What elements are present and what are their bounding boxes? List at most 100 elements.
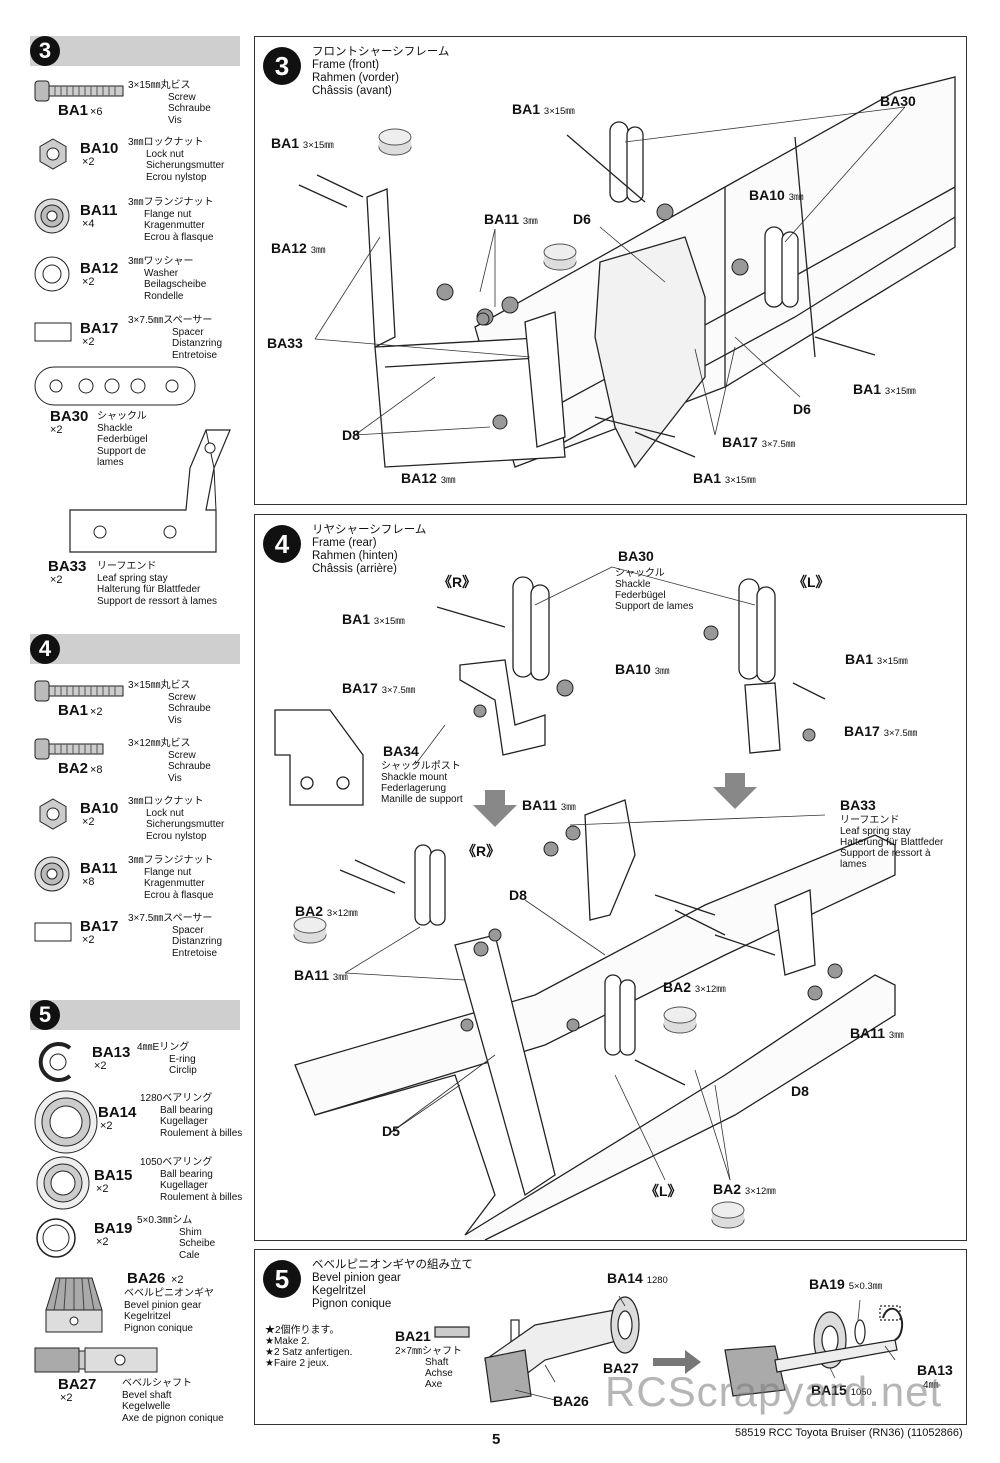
watermark: RCScrapyard.net — [605, 1368, 943, 1415]
step-number: 3 — [263, 47, 301, 85]
part-code: BA33 — [48, 558, 87, 575]
part-code: BA17 — [80, 320, 119, 337]
part-qty: ×2 — [96, 1236, 109, 1248]
part-description: 3㎜ロックナット Lock nut Sicherungsmutter Ecrou… — [128, 796, 225, 842]
callout-label: BA11 3㎜ — [522, 797, 576, 813]
side-marker-l: 《L》 — [645, 1183, 682, 1199]
part-qty: ×2 — [90, 706, 103, 718]
part-code: BA1 — [58, 102, 89, 119]
spacer-icon — [34, 922, 72, 942]
shim-icon — [36, 1218, 76, 1258]
callout-label: BA1 3×15㎜ — [271, 135, 334, 151]
section-number: 5 — [30, 1000, 60, 1030]
section-number: 4 — [30, 634, 60, 664]
callout-description: シャックル Shackle Federbügel Support de lame… — [615, 568, 694, 612]
part-qty: ×2 — [50, 574, 63, 586]
bevel-pinion-assembly-drawing — [434, 1295, 904, 1403]
callout-label: BA2 3×12㎜ — [713, 1181, 776, 1197]
part-description: 3×12㎜丸ビス Screw Schraube Vis — [128, 738, 211, 784]
leaf-spring-stay-icon — [69, 429, 231, 553]
e-ring-icon — [38, 1042, 72, 1082]
callout-label: D6 — [573, 211, 591, 227]
part-description: 4㎜Eリング E-ring Circlip — [137, 1042, 197, 1076]
callout-label: BA10 3㎜ — [749, 187, 804, 203]
part-qty: ×2 — [100, 1120, 113, 1132]
sidebar-section-4-header: 4 — [30, 634, 240, 664]
screw-icon — [34, 738, 104, 760]
callout-label: BA1 3×15㎜ — [845, 651, 908, 667]
sidebar-section-3-header: 3 — [30, 36, 240, 66]
callout-label: D8 — [791, 1083, 809, 1099]
part-qty: ×4 — [82, 218, 95, 230]
part-description: ベベルピニオンギヤ Bevel pinion gear Kegelritzel … — [124, 1288, 214, 1334]
part-description: 3×15㎜丸ビス Screw Schraube Vis — [128, 80, 211, 126]
washer-icon — [34, 256, 70, 292]
callout-label: D5 — [382, 1123, 400, 1139]
step-title: フロントシャーシフレーム Frame (front) Rahmen (vorde… — [312, 46, 450, 97]
callout-label: BA1 3×15㎜ — [853, 381, 916, 397]
part-code: BA27 — [58, 1376, 97, 1393]
part-code: BA10 — [80, 140, 119, 157]
part-description: 3×7.5㎜スペーサー Spacer Distanzring Entretois… — [128, 315, 223, 361]
lock-nut-icon — [39, 138, 67, 170]
page-number: 5 — [492, 1431, 501, 1448]
part-qty: ×8 — [90, 764, 103, 776]
part-qty: ×6 — [90, 106, 103, 118]
side-marker-r: 《R》 — [462, 843, 501, 859]
part-qty: ×2 — [94, 1060, 107, 1072]
assembly-note: ★2個作ります。 ★Make 2. ★2 Satz anfertigen. ★F… — [265, 1325, 353, 1369]
part-description: 3㎜ワッシャー Washer Beilagscheibe Rondelle — [128, 256, 207, 302]
step-number: 4 — [263, 525, 301, 563]
part-description: ベベルシャフト Bevel shaft Kegelwelle Axe de pi… — [122, 1378, 224, 1424]
part-code: BA15 — [94, 1167, 133, 1184]
part-code: BA26 — [127, 1270, 166, 1287]
part-code: BA11 — [80, 860, 118, 877]
callout-label: BA13 — [917, 1362, 953, 1378]
callout-label: BA30 — [618, 548, 654, 564]
step-title: リヤシャーシフレーム Frame (rear) Rahmen (hinten) … — [312, 524, 427, 575]
part-qty: ×2 — [50, 424, 63, 436]
document-code: 58519 RCC Toyota Bruiser (RN36) (1105286… — [735, 1427, 963, 1439]
callout-description: リーフエンド Leaf spring stay Halterung für Bl… — [840, 815, 944, 870]
part-description: 1050ベアリング Ball bearing Kugellager Roulem… — [140, 1157, 243, 1203]
part-code: BA30 — [50, 408, 89, 425]
callout-label: BA11 3㎜ — [294, 967, 348, 983]
callout-description: シャックルポスト Shackle mount Federlagerung Man… — [381, 761, 463, 805]
callout-label: BA12 3㎜ — [401, 470, 456, 486]
side-marker-r: 《R》 — [438, 574, 477, 590]
step-4-panel: 4 リヤシャーシフレーム Frame (rear) Rahmen (hinten… — [254, 514, 967, 1241]
callout-label: BA1 3×15㎜ — [693, 470, 756, 486]
part-qty: ×2 — [82, 276, 95, 288]
part-qty: ×2 — [60, 1392, 73, 1404]
rear-frame-assembly-drawing — [274, 566, 896, 1241]
callout-label: BA17 3×7.5㎜ — [844, 723, 918, 739]
part-qty: ×2 — [82, 156, 95, 168]
callout-label: BA34 — [383, 743, 419, 759]
callout-label: BA26 — [553, 1393, 589, 1409]
callout-label: BA33 — [267, 335, 303, 351]
part-code: BA13 — [92, 1044, 131, 1061]
part-description: 5×0.3㎜シム Shim Scheibe Cale — [137, 1215, 216, 1261]
part-code: BA11 — [80, 202, 118, 219]
callout-label: BA10 3㎜ — [615, 661, 670, 677]
callout-label: BA27 — [603, 1360, 639, 1376]
callout-label: BA1 3×15㎜ — [342, 611, 405, 627]
flange-nut-icon — [34, 198, 70, 234]
callout-label: BA15 1050 — [811, 1382, 872, 1398]
part-qty: ×8 — [82, 876, 95, 888]
part-code: BA14 — [98, 1104, 137, 1121]
part-description: 1280ベアリング Ball bearing Kugellager Roulem… — [140, 1093, 243, 1139]
callout-label: BA1 3×15㎜ — [512, 101, 575, 117]
callout-label: BA2 3×12㎜ — [295, 903, 358, 919]
part-description: リーフエンド Leaf spring stay Halterung für Bl… — [97, 561, 218, 607]
flange-nut-icon — [34, 856, 70, 892]
part-code: BA10 — [80, 800, 119, 817]
callout-label: D6 — [793, 401, 811, 417]
bevel-shaft-icon — [34, 1347, 158, 1373]
part-qty: ×2 — [82, 336, 95, 348]
callout-label: BA17 3×7.5㎜ — [342, 680, 416, 696]
callout-label: BA14 1280 — [607, 1270, 668, 1286]
shackle-plate-icon — [34, 366, 196, 406]
side-marker-l: 《L》 — [793, 574, 830, 590]
callout-label: BA11 3㎜ — [484, 211, 538, 227]
